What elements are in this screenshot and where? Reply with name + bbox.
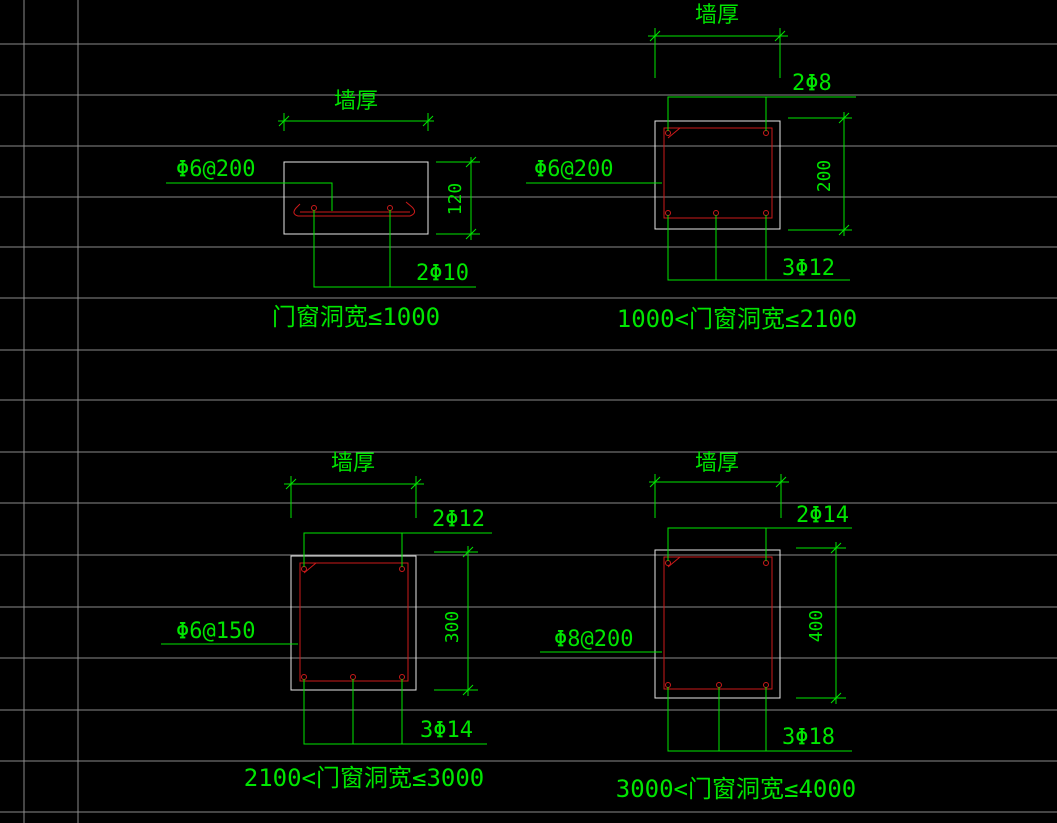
- height-dimension: [796, 542, 846, 704]
- lintel-detail-2: 墙厚 2Φ8 Φ6@200 3Φ12 200: [526, 3, 857, 333]
- leader-lines: [166, 182, 476, 288]
- section-outline: [283, 161, 429, 235]
- leader-lines: [526, 96, 856, 281]
- bottom-rebar-label: 3Φ18: [782, 725, 835, 750]
- wall-thickness-dimension: [278, 113, 434, 131]
- bottom-rebar-label: 2Φ10: [416, 261, 469, 286]
- wall-thickness-label: 墙厚: [695, 451, 739, 476]
- lintel-detail-4: 墙厚 2Φ14 Φ8@200 3Φ18 40: [540, 451, 856, 803]
- wall-thickness-dimension: [648, 28, 788, 78]
- stirrup-label: Φ8@200: [554, 627, 633, 652]
- lintel-detail-3: 墙厚 2Φ12 Φ6@150 3Φ14 30: [161, 451, 492, 792]
- leader-lines: [540, 527, 852, 752]
- wall-thickness-label: 墙厚: [331, 451, 375, 476]
- rebar-cage: [663, 556, 773, 690]
- stirrup-label: Φ6@200: [176, 157, 255, 182]
- detail-caption: 门窗洞宽≤1000: [272, 303, 440, 331]
- height-dimension: [436, 156, 480, 240]
- lintel-detail-1: 墙厚 Φ6@200 2Φ10 120 门窗洞宽≤1000: [166, 89, 480, 331]
- detail-caption: 1000<门窗洞宽≤2100: [617, 305, 858, 333]
- section-outline: [654, 120, 781, 230]
- wall-thickness-dimension: [649, 474, 789, 518]
- section-outline: [654, 549, 781, 699]
- height-dimension: [434, 546, 478, 696]
- leader-lines: [161, 532, 492, 745]
- top-rebar-label: 2Φ14: [796, 503, 849, 528]
- bottom-rebar-label: 3Φ12: [782, 256, 835, 281]
- detail-caption: 2100<门窗洞宽≤3000: [244, 764, 485, 792]
- wall-thickness-dimension: [284, 476, 424, 518]
- wall-thickness-label: 墙厚: [334, 89, 378, 114]
- stirrup-label: Φ6@150: [176, 619, 255, 644]
- wall-thickness-label: 墙厚: [695, 3, 739, 28]
- detail-caption: 3000<门窗洞宽≤4000: [616, 775, 857, 803]
- top-rebar-label: 2Φ8: [792, 71, 832, 96]
- height-label: 400: [806, 610, 827, 643]
- height-label: 200: [814, 160, 835, 193]
- height-label: 300: [442, 611, 463, 644]
- top-rebar-label: 2Φ12: [432, 507, 485, 532]
- stirrup-label: Φ6@200: [534, 157, 613, 182]
- bottom-rebar-label: 3Φ14: [420, 718, 473, 743]
- height-dimension: [788, 112, 852, 236]
- height-label: 120: [445, 183, 466, 216]
